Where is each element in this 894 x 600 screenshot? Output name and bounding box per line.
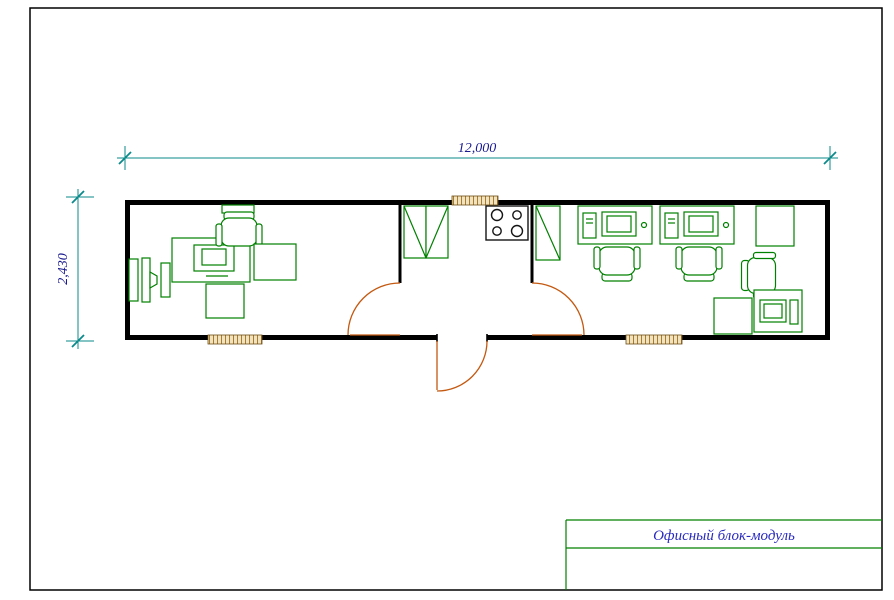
window-bottom-right [625, 334, 683, 345]
desk-computer-corner [753, 289, 803, 333]
dimension-width: 12,000 [117, 141, 838, 170]
burner [512, 210, 522, 220]
wardrobe [403, 205, 449, 259]
cabinet [205, 283, 245, 319]
wardrobe-diagonal [425, 205, 449, 259]
desk-printer [171, 237, 251, 283]
monitor [141, 257, 151, 303]
door-swing-arc [531, 282, 585, 336]
dimension-width-label: 12,000 [458, 141, 497, 156]
interior-door-left [347, 282, 401, 336]
monitor-screen [763, 303, 783, 319]
dimension-tick [823, 151, 837, 165]
wardrobe-diagonal [535, 205, 561, 261]
printer-tray [201, 248, 227, 266]
window-top [451, 195, 499, 206]
keyboard [789, 299, 799, 325]
stove [485, 205, 529, 241]
burner [510, 224, 524, 238]
dimension-tick [118, 151, 132, 165]
window-bottom-left [207, 334, 263, 345]
burner [490, 208, 504, 222]
cabinet [713, 297, 753, 335]
side-shelf [128, 258, 139, 302]
burner [492, 226, 502, 236]
desk-computer [659, 205, 735, 245]
wardrobe-right [535, 205, 561, 261]
dimension-height: 2,430 [56, 189, 94, 349]
workstation-left-wall [128, 257, 171, 303]
cabinet [253, 243, 297, 281]
dimension-tick [71, 190, 85, 204]
cabinet [755, 205, 795, 247]
title-block: Офисный блок-модуль [565, 519, 882, 590]
page-border [29, 7, 883, 591]
wardrobe-diagonal [403, 205, 427, 259]
monitor-stand [149, 270, 158, 290]
door-opening [437, 334, 487, 342]
drawing-title: Офисный блок-модуль [653, 528, 795, 544]
interior-door-right [531, 282, 585, 336]
floor-plan [125, 195, 830, 392]
door-swing-arc [436, 340, 488, 392]
door-swing-arc [347, 282, 401, 336]
dimension-height-label: 2,430 [56, 253, 71, 285]
entrance-door [436, 334, 488, 392]
desk-computer [577, 205, 653, 245]
keyboard [160, 262, 171, 298]
dimension-tick [71, 334, 85, 348]
